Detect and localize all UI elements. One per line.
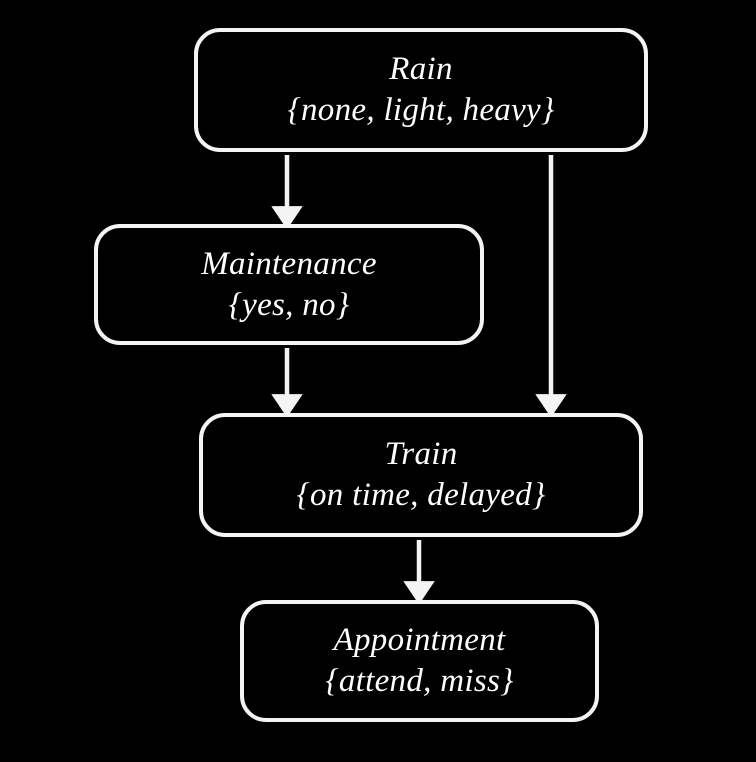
node-rain[interactable]: Rain {none, light, heavy}	[194, 28, 648, 152]
node-train-label: Train	[384, 436, 458, 473]
node-maintenance[interactable]: Maintenance {yes, no}	[94, 224, 484, 345]
node-maintenance-states: {yes, no}	[228, 286, 350, 323]
node-rain-label: Rain	[389, 51, 453, 88]
node-maintenance-label: Maintenance	[201, 245, 377, 282]
node-rain-states: {none, light, heavy}	[287, 92, 555, 128]
node-train[interactable]: Train {on time, delayed}	[199, 413, 643, 537]
node-appointment-states: {attend, miss}	[325, 663, 514, 699]
node-train-states: {on time, delayed}	[296, 477, 546, 513]
node-appointment-label: Appointment	[333, 622, 506, 659]
node-appointment[interactable]: Appointment {attend, miss}	[240, 600, 599, 722]
